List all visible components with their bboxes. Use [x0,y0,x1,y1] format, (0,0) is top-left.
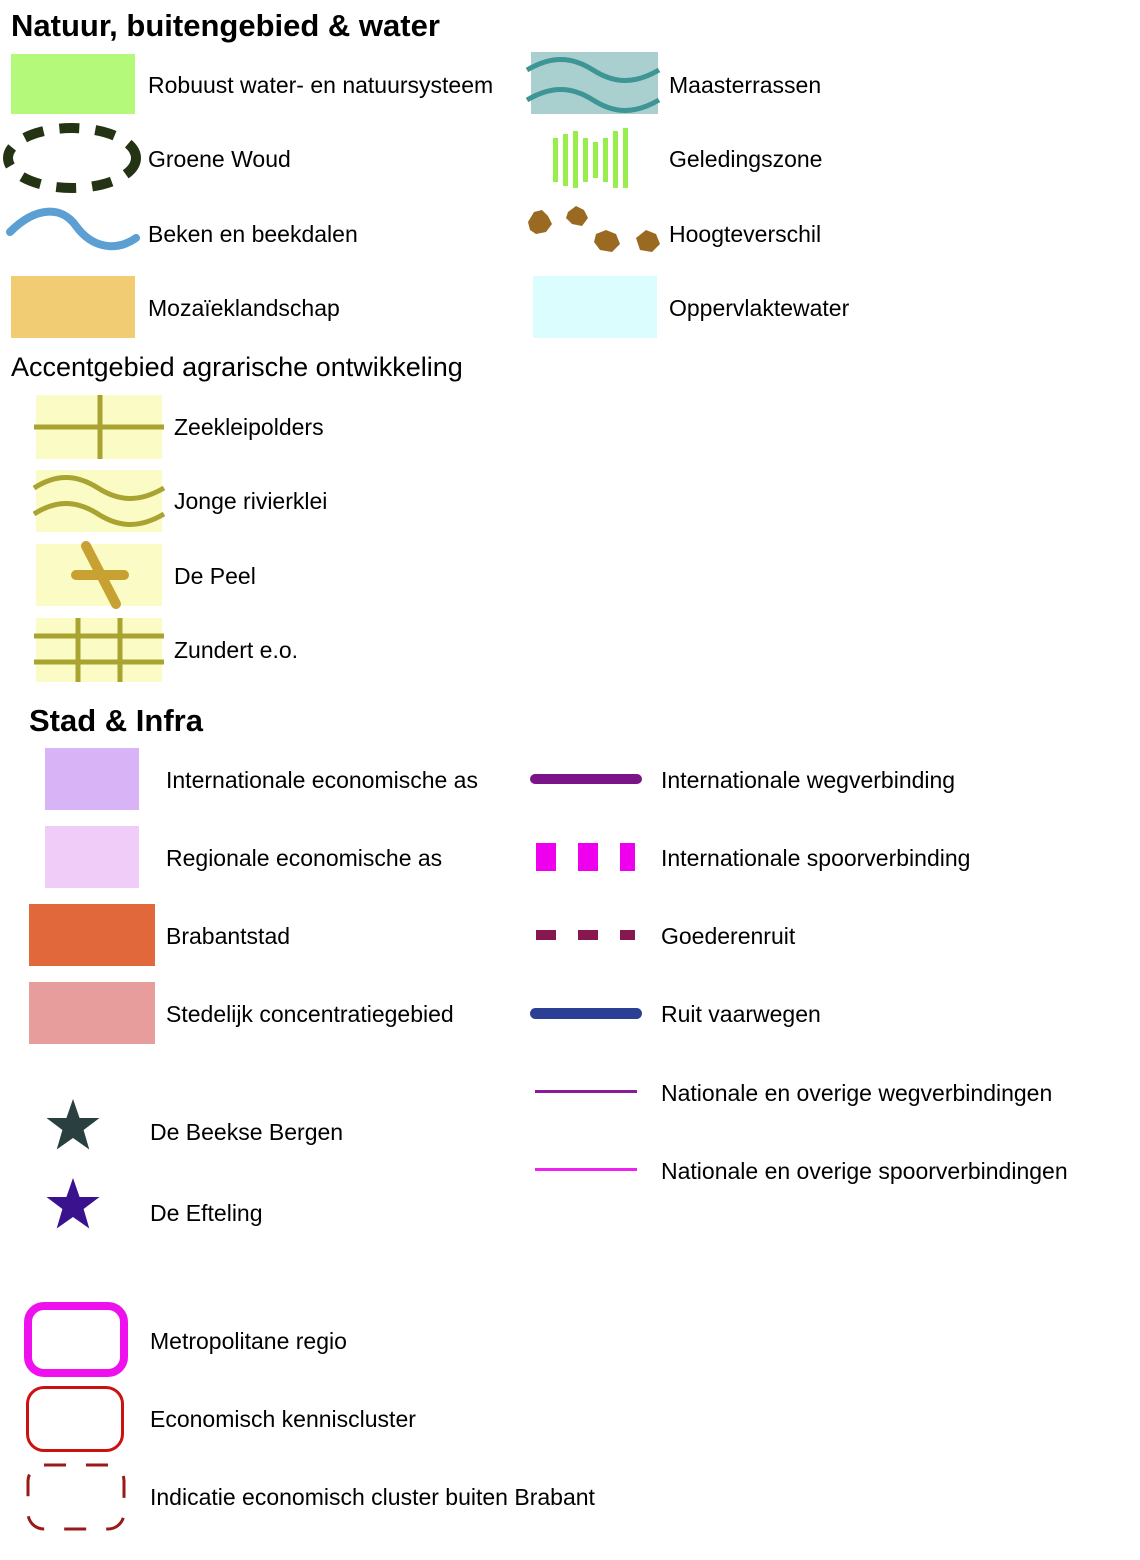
label-kenniscluster: Economisch kenniscluster [150,1406,416,1432]
swatch-brabantstad [29,904,155,966]
label-ruit-vaarwegen: Ruit vaarwegen [661,1001,821,1027]
label-goederenruit: Goederenruit [661,923,796,949]
label-de-peel: De Peel [174,563,256,589]
swatch-zundert [34,618,164,682]
label-groene-woud: Groene Woud [148,146,291,172]
label-int-econ-as: Internationale economische as [166,767,478,793]
swatch-ruit-vaarwegen [530,1008,642,1019]
swatch-beken [6,207,140,250]
swatch-geledingszone [553,128,628,188]
label-stedelijk: Stedelijk concentratiegebied [166,1001,454,1027]
label-reg-econ-as: Regionale economische as [166,845,443,871]
swatch-nat-weg [535,1090,637,1093]
label-int-weg: Internationale wegverbinding [661,767,956,793]
swatch-indicatie-cluster [26,1463,126,1531]
swatch-mozaiek [11,276,135,338]
swatch-int-weg [530,774,642,784]
swatch-nat-spoor [535,1168,637,1171]
label-hoogteverschil: Hoogteverschil [669,221,822,247]
swatch-zeeklei [34,395,164,459]
swatch-groene-woud [3,123,141,193]
swatch-hoogteverschil [528,206,660,252]
section-title-natuur: Natuur, buitengebied & water [11,8,440,43]
label-nat-spoor: Nationale en overige spoorverbindingen [661,1158,1068,1184]
label-nat-weg: Nationale en overige wegverbindingen [661,1080,1053,1106]
swatch-int-spoor [536,843,635,871]
label-efteling: De Efteling [150,1200,263,1226]
label-int-spoor: Internationale spoorverbinding [661,845,971,871]
swatch-stedelijk [29,982,155,1044]
label-zundert: Zundert e.o. [174,637,299,663]
label-mozaiek: Mozaïeklandschap [148,295,340,321]
label-indicatie-cluster: Indicatie economisch cluster buiten Brab… [150,1484,595,1510]
label-zeeklei: Zeekleipolders [174,414,324,440]
swatch-kenniscluster [26,1386,124,1452]
swatch-robuust [11,54,135,114]
swatch-metropolitane [24,1302,128,1377]
label-beken: Beken en beekdalen [148,221,358,247]
beekse-bergen-star-icon [46,1099,100,1150]
swatch-reg-econ-as [45,826,139,888]
label-metropolitane: Metropolitane regio [150,1328,347,1354]
label-beekse-bergen: De Beekse Bergen [150,1119,344,1145]
label-brabantstad: Brabantstad [166,923,291,949]
section-title-stad: Stad & Infra [29,703,203,738]
swatch-goederenruit [536,930,635,940]
label-geledingszone: Geledingszone [669,146,823,172]
efteling-star-icon [46,1178,100,1229]
swatch-int-econ-as [45,748,139,810]
label-robuust: Robuust water- en natuursysteem [148,72,494,98]
swatch-jonge-rivierklei [32,470,166,532]
swatch-de-peel [36,541,162,609]
label-maasterrassen: Maasterrassen [669,72,822,98]
label-oppervlaktewater: Oppervlaktewater [669,295,850,321]
section-title-agrarisch: Accentgebied agrarische ontwikkeling [11,352,463,382]
label-jonge-rivierklei: Jonge rivierklei [174,488,328,514]
swatch-oppervlaktewater [533,276,657,338]
swatch-maasterrassen [525,52,661,114]
